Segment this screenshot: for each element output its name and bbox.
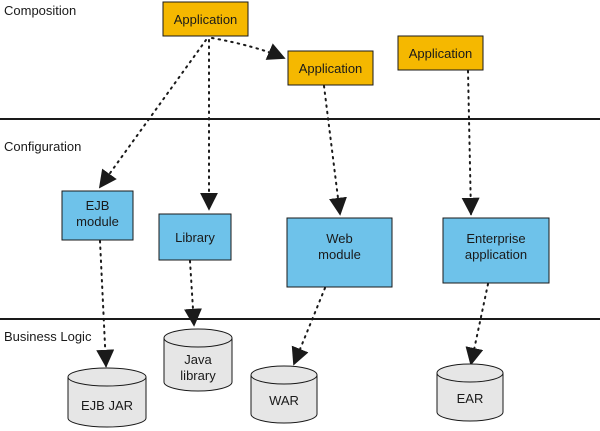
application-box-3-label: Application bbox=[409, 46, 473, 61]
connector-ejb-module-to-ejb-jar bbox=[96, 240, 115, 368]
ejb-jar-cylinder: EJB JAR bbox=[67, 367, 147, 428]
enterprise-application-label-line1: Enterprise bbox=[466, 231, 525, 246]
section-label-configuration: Configuration bbox=[4, 139, 81, 154]
connector-library-to-java-library bbox=[184, 260, 202, 327]
ejb-module-label-line2: module bbox=[76, 214, 119, 229]
enterprise-application-label-line2: application bbox=[465, 247, 527, 262]
war-cylinder: WAR bbox=[250, 365, 318, 424]
application-box-1: Application bbox=[162, 1, 249, 37]
ejb-module-label-line1: EJB bbox=[86, 198, 110, 213]
java-library-cylinder: Java library bbox=[163, 328, 233, 392]
application-box-2-label: Application bbox=[299, 61, 363, 76]
library-label: Library bbox=[175, 230, 215, 245]
connector-enterprise-to-ear bbox=[465, 283, 489, 366]
section-label-business-logic: Business Logic bbox=[4, 329, 92, 344]
section-label-composition: Composition bbox=[4, 3, 76, 18]
web-module-label-line2: module bbox=[318, 247, 361, 262]
connector-app1-to-ejb-module bbox=[98, 39, 207, 189]
application-box-1-label: Application bbox=[174, 12, 238, 27]
application-box-3: Application bbox=[397, 35, 484, 71]
connector-app1-to-app2 bbox=[211, 37, 286, 60]
connector-app3-to-enterprise bbox=[461, 70, 480, 216]
library-box: Library bbox=[158, 213, 232, 261]
ejb-module-box: EJB module bbox=[61, 190, 134, 241]
web-module-box: Web module bbox=[286, 217, 393, 288]
java-library-label-line2: library bbox=[180, 368, 216, 383]
java-library-label-line1: Java bbox=[184, 352, 212, 367]
enterprise-application-box: Enterprise application bbox=[442, 217, 550, 284]
connector-app2-to-web-module bbox=[323, 85, 347, 216]
application-box-2: Application bbox=[287, 50, 374, 86]
web-module-label-line1: Web bbox=[326, 231, 353, 246]
ejb-jar-label: EJB JAR bbox=[81, 398, 133, 413]
ear-label: EAR bbox=[457, 391, 484, 406]
ear-cylinder: EAR bbox=[436, 363, 504, 422]
connector-web-module-to-war bbox=[291, 287, 326, 366]
war-label: WAR bbox=[269, 393, 299, 408]
